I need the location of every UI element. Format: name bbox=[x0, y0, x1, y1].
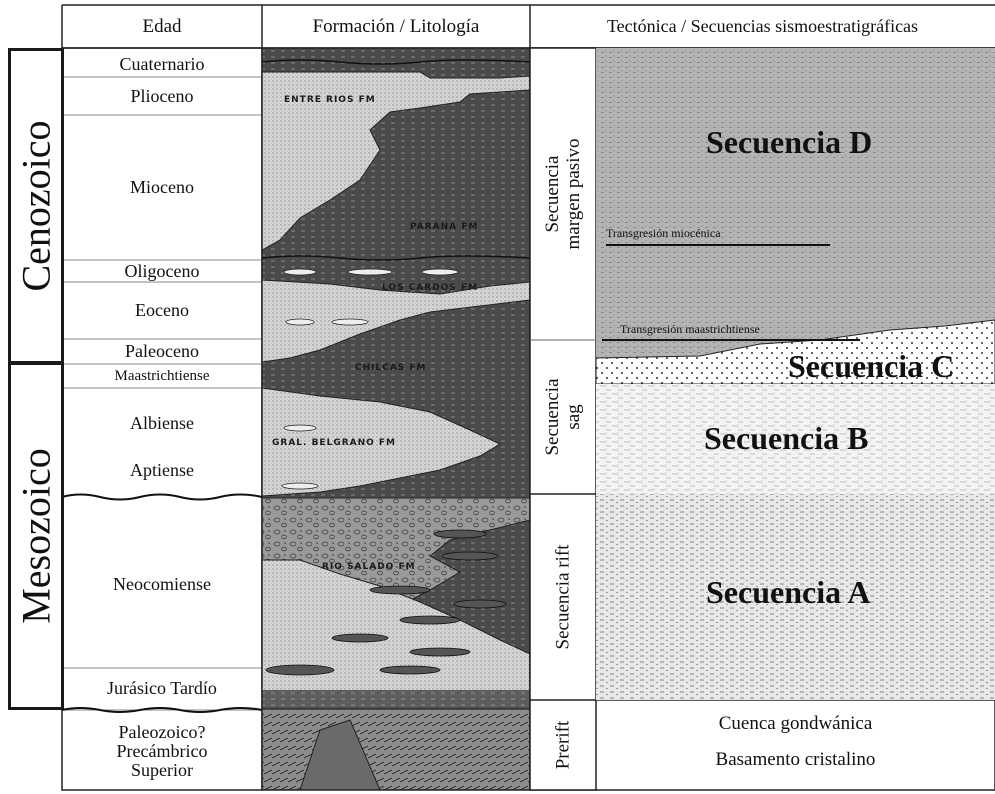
transgression-miocene: Transgresión miocénica bbox=[606, 226, 721, 240]
age-neocomiense: Neocomiense bbox=[113, 573, 211, 594]
formation-entre-rios: ENTRE RIOS FM bbox=[284, 95, 376, 105]
sequence-cuenca: Cuenca gondwánica bbox=[718, 713, 873, 734]
tectonic-margen-line2: margen pasivo bbox=[563, 138, 584, 250]
tectonics-column bbox=[529, 47, 995, 791]
age-eoceno: Eoceno bbox=[135, 300, 189, 320]
age-mioceno: Mioceno bbox=[130, 177, 194, 197]
formation-rio-salado: RIO SALADO FM bbox=[322, 562, 416, 572]
lithology-column bbox=[261, 47, 531, 791]
header-formation: Formación / Litología bbox=[312, 15, 480, 37]
formation-parana: PARANA FM bbox=[410, 222, 479, 232]
tectonic-sag: Secuencia sag bbox=[530, 340, 596, 494]
age-paleozoico-line1: Paleozoico? bbox=[118, 721, 206, 742]
age-aptiense: Aptiense bbox=[130, 459, 194, 480]
age-paleozoico-line2: Precámbrico bbox=[116, 740, 208, 761]
tectonic-sag-line2: sag bbox=[563, 404, 584, 430]
era-cenozoic-label: Cenozoico bbox=[13, 120, 59, 292]
formation-belgrano: GRAL. BELGRANO FM bbox=[272, 438, 397, 448]
sequence-b: Secuencia B bbox=[704, 420, 869, 456]
era-mesozoic-label: Mesozoico bbox=[13, 448, 59, 624]
tectonic-margen-pasivo: Secuencia margen pasivo bbox=[530, 48, 596, 340]
tectonic-rift-label: Secuencia rift bbox=[552, 544, 574, 650]
unconformity-basement bbox=[61, 707, 263, 713]
formation-los-cardos: LOS CARDOS FM bbox=[382, 283, 479, 293]
sequence-c: Secuencia C bbox=[788, 348, 955, 384]
tectonic-prerift-label: Prerift bbox=[552, 720, 574, 770]
age-oligoceno: Oligoceno bbox=[124, 260, 200, 281]
era-cenozoic: Cenozoico bbox=[8, 48, 64, 364]
age-maastrichtiense: Maastrichtiense bbox=[114, 367, 210, 384]
formation-chilcas: CHILCAS FM bbox=[355, 363, 427, 373]
sequence-a: Secuencia A bbox=[706, 574, 871, 610]
tectonic-rift: Secuencia rift bbox=[530, 494, 596, 700]
unconformity-neocomian bbox=[61, 493, 263, 501]
tectonic-prerift: Prerift bbox=[530, 700, 596, 790]
age-plioceno: Plioceno bbox=[130, 85, 194, 106]
transgression-maastrichtian: Transgresión maastrichtiense bbox=[620, 322, 760, 336]
tectonic-margen-line1: Secuencia bbox=[542, 155, 563, 233]
era-mesozoic: Mesozoico bbox=[8, 362, 64, 710]
sequence-basamento: Basamento cristalino bbox=[715, 749, 876, 770]
age-jurasico: Jurásico Tardío bbox=[107, 677, 217, 698]
header-tectonics: Tectónica / Secuencias sismoestratigráfi… bbox=[606, 16, 919, 36]
age-cuaternario: Cuaternario bbox=[119, 53, 205, 74]
age-paleozoico-line3: Superior bbox=[131, 759, 193, 780]
age-paleozoico: Paleozoico? Precámbrico Superior bbox=[62, 718, 262, 784]
age-dividers bbox=[62, 76, 262, 711]
age-paleoceno: Paleoceno bbox=[125, 341, 199, 361]
tectonic-sag-line1: Secuencia bbox=[542, 378, 563, 456]
age-albiense: Albiense bbox=[130, 412, 194, 433]
header-age: Edad bbox=[142, 15, 182, 37]
sequence-d: Secuencia D bbox=[706, 124, 873, 160]
